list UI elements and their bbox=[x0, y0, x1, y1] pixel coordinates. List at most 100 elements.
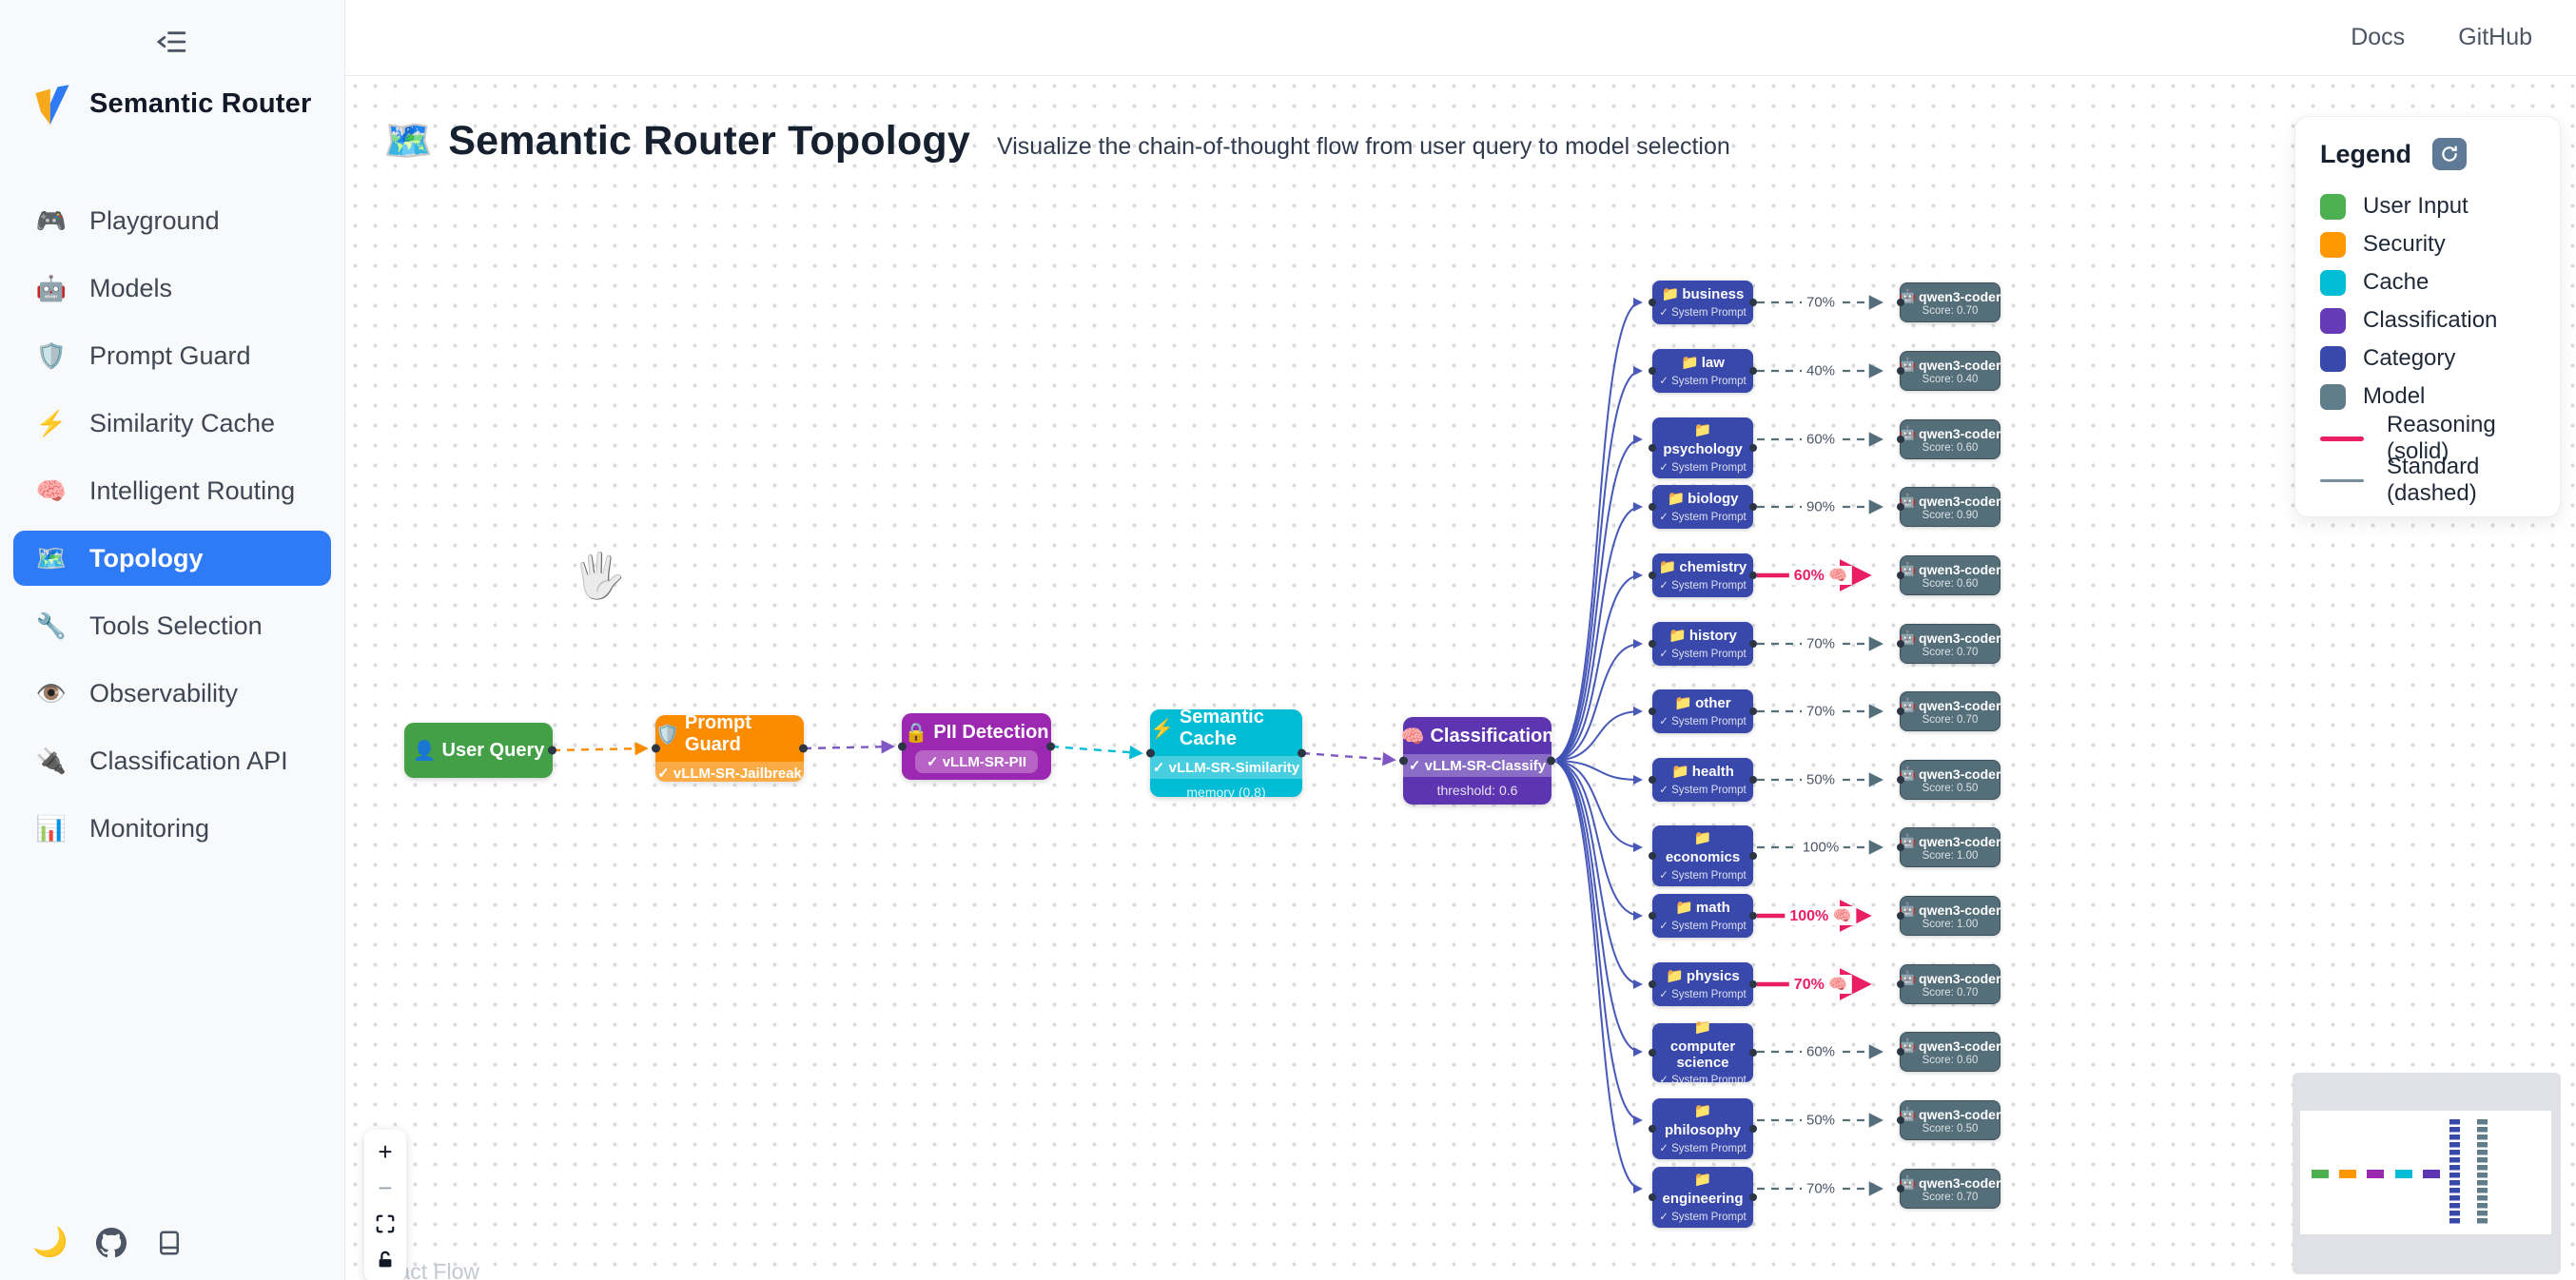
node-note: threshold: 0.6 bbox=[1436, 782, 1518, 798]
legend-item-reasoning: Reasoning (solid) bbox=[2320, 412, 2535, 464]
sidebar-item-observability[interactable]: 👁️Observability bbox=[35, 678, 239, 708]
github-link[interactable]: GitHub bbox=[2458, 24, 2532, 50]
edge-label: 60% bbox=[1801, 1043, 1841, 1060]
folder-icon: 📁 bbox=[1671, 764, 1689, 781]
user-icon: 👤 bbox=[412, 740, 437, 762]
sidebar-collapse-icon[interactable] bbox=[156, 29, 188, 58]
category-node-economics[interactable]: 📁economics✓ System Prompt bbox=[1652, 825, 1753, 886]
legend-item-category: Category bbox=[2320, 339, 2535, 378]
color-swatch bbox=[2320, 231, 2346, 258]
shield-icon: 🛡️ bbox=[35, 340, 68, 370]
sidebar-item-tools-selection[interactable]: 🔧Tools Selection bbox=[35, 611, 263, 640]
legend-item-security: Security bbox=[2320, 225, 2535, 263]
node-semantic-cache[interactable]: ⚡Semantic Cache ✓ vLLM-SR-Similarity mem… bbox=[1141, 707, 1312, 800]
docs-book-icon[interactable] bbox=[155, 1228, 184, 1258]
node-pii-detection[interactable]: 🔒PII Detection ✓ vLLM-SR-PII bbox=[902, 713, 1051, 780]
map-icon: 🗺️ bbox=[35, 543, 68, 572]
category-node-business[interactable]: 📁business✓ System Prompt bbox=[1652, 281, 1753, 324]
model-badge: ✓ vLLM-SR-Classify bbox=[1396, 753, 1558, 777]
sidebar-item-classification-api[interactable]: 🔌Classification API bbox=[35, 746, 288, 775]
sidebar-item-topology[interactable]: 🗺️Topology bbox=[13, 531, 331, 586]
robot-icon: 🤖 bbox=[1899, 766, 1917, 781]
category-node-math[interactable]: 📁math✓ System Prompt bbox=[1652, 894, 1753, 938]
category-node-psychology[interactable]: 📁psychology✓ System Prompt bbox=[1652, 417, 1753, 478]
folder-icon: 📁 bbox=[1693, 1018, 1712, 1036]
robot-icon: 🤖 bbox=[35, 273, 68, 302]
page-title: Semantic Router Topology bbox=[448, 118, 971, 164]
color-swatch bbox=[2320, 345, 2346, 372]
category-node-health[interactable]: 📁health✓ System Prompt bbox=[1652, 758, 1753, 802]
folder-icon: 📁 bbox=[1693, 1103, 1712, 1119]
zoom-out-icon[interactable]: − bbox=[364, 1170, 406, 1206]
minimap[interactable] bbox=[2293, 1073, 2561, 1274]
sidebar-item-prompt-guard[interactable]: 🛡️Prompt Guard bbox=[35, 340, 251, 370]
folder-icon: 📁 bbox=[1675, 900, 1693, 917]
category-node-law[interactable]: 📁law✓ System Prompt bbox=[1652, 349, 1753, 393]
flow-controls: + − bbox=[364, 1130, 406, 1280]
topbar: Docs GitHub bbox=[345, 0, 2576, 76]
category-node-other[interactable]: 📁other✓ System Prompt bbox=[1652, 689, 1753, 733]
zoom-in-icon[interactable]: + bbox=[364, 1134, 406, 1170]
sidebar: Semantic Router 🎮Playground 🤖Models 🛡️Pr… bbox=[0, 0, 345, 1280]
legend-item-standard: Standard (dashed) bbox=[2320, 454, 2535, 506]
minimap-viewport bbox=[2300, 1111, 2551, 1234]
github-icon[interactable] bbox=[96, 1227, 127, 1258]
docs-link[interactable]: Docs bbox=[2351, 24, 2406, 50]
lock-icon[interactable] bbox=[364, 1242, 406, 1278]
refresh-icon[interactable] bbox=[2432, 138, 2468, 170]
folder-icon: 📁 bbox=[1658, 559, 1677, 576]
legend-item-user-input: User Input bbox=[2320, 187, 2535, 225]
color-swatch bbox=[2320, 193, 2346, 220]
category-node-chemistry[interactable]: 📁chemistry✓ System Prompt bbox=[1652, 553, 1753, 597]
node-user-query[interactable]: 👤User Query bbox=[404, 723, 553, 778]
sidebar-item-models[interactable]: 🤖Models bbox=[35, 273, 173, 302]
color-swatch bbox=[2320, 307, 2346, 334]
category-node-biology[interactable]: 📁biology✓ System Prompt bbox=[1652, 485, 1753, 529]
folder-icon: 📁 bbox=[1666, 968, 1684, 985]
plug-icon: 🔌 bbox=[35, 746, 68, 775]
robot-icon: 🤖 bbox=[1899, 902, 1917, 917]
node-classification[interactable]: 🧠Classification ✓ vLLM-SR-Classify thres… bbox=[1396, 717, 1558, 805]
category-node-philosophy[interactable]: 📁philosophy✓ System Prompt bbox=[1652, 1098, 1753, 1159]
sidebar-nav: 🎮Playground 🤖Models 🛡️Prompt Guard ⚡Simi… bbox=[0, 193, 344, 868]
category-node-physics[interactable]: 📁physics✓ System Prompt bbox=[1652, 962, 1753, 1006]
flow-canvas[interactable]: 🗺️ Semantic Router Topology Visualize th… bbox=[345, 76, 2576, 1280]
category-node-history[interactable]: 📁history✓ System Prompt bbox=[1652, 622, 1753, 666]
minimap-node bbox=[2312, 1170, 2329, 1178]
sidebar-item-monitoring[interactable]: 📊Monitoring bbox=[35, 813, 210, 843]
edge-label: 50% bbox=[1801, 1112, 1841, 1129]
page-header: 🗺️ Semantic Router Topology Visualize th… bbox=[383, 118, 1730, 165]
folder-icon: 📁 bbox=[1681, 355, 1699, 372]
node-prompt-guard[interactable]: 🛡️Prompt Guard ✓ vLLM-SR-Jailbreak bbox=[646, 712, 813, 785]
sidebar-item-playground[interactable]: 🎮Playground bbox=[35, 205, 220, 235]
edge-label-reasoning: 100% 🧠 bbox=[1785, 906, 1857, 925]
sidebar-item-intelligent-routing[interactable]: 🧠Intelligent Routing bbox=[35, 475, 296, 505]
brand: Semantic Router bbox=[0, 64, 344, 138]
category-node-computer-science[interactable]: 📁computer science✓ System Prompt bbox=[1652, 1019, 1753, 1086]
sidebar-item-similarity-cache[interactable]: ⚡Similarity Cache bbox=[35, 408, 276, 437]
category-node-engineering[interactable]: 📁engineering✓ System Prompt bbox=[1652, 1167, 1753, 1228]
legend-item-classification: Classification bbox=[2320, 301, 2535, 339]
grab-cursor-icon: 🖐️ bbox=[572, 551, 627, 600]
model-badge: ✓ vLLM-SR-Jailbreak bbox=[646, 762, 813, 785]
model-badge: ✓ vLLM-SR-PII bbox=[914, 749, 1039, 773]
robot-icon: 🤖 bbox=[1899, 970, 1917, 985]
color-swatch bbox=[2320, 269, 2346, 296]
fit-view-icon[interactable] bbox=[364, 1206, 406, 1242]
theme-toggle-moon-icon[interactable]: 🌙 bbox=[32, 1227, 68, 1258]
